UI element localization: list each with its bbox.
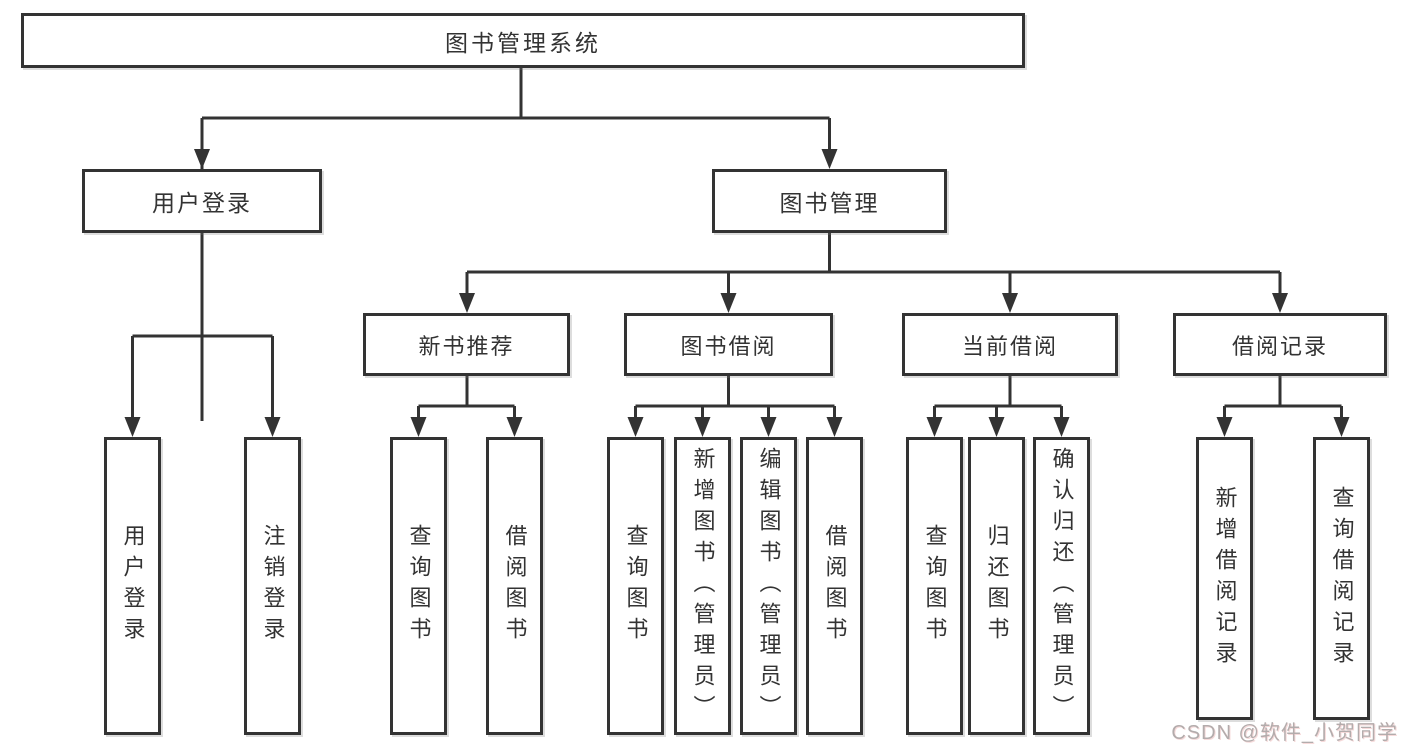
leaf-label: 查询借阅记录 <box>1329 485 1355 672</box>
node-book-borrowing: 图书借阅 <box>624 313 833 376</box>
leaf-borrow-books: 借阅图书 <box>806 437 863 735</box>
node-label: 用户登录 <box>152 190 252 216</box>
leaf-query-borrow-record: 查询借阅记录 <box>1313 437 1370 720</box>
arrow-down-icon <box>410 417 427 437</box>
connector-current-to-leaves <box>933 376 1063 423</box>
arrow-down-icon <box>459 293 475 313</box>
arrow-down-icon <box>264 417 281 437</box>
leaf-label: 编辑图书（管理员） <box>756 446 782 726</box>
leaf-label: 用户登录 <box>120 524 146 648</box>
arrow-down-icon <box>1053 417 1070 437</box>
leaf-return-book: 归还图书 <box>968 437 1025 735</box>
connector-login-to-leaves <box>131 233 274 423</box>
leaf-add-book-admin: 新增图书（管理员） <box>674 437 731 735</box>
arrow-down-icon <box>1272 293 1288 313</box>
leaf-edit-book-admin: 编辑图书（管理员） <box>740 437 797 735</box>
node-label: 图书管理系统 <box>445 29 601 56</box>
arrow-down-icon <box>627 417 644 437</box>
connector-borrow-to-leaves <box>634 376 836 423</box>
node-label: 图书管理 <box>779 190 880 216</box>
leaf-label: 借阅图书 <box>822 524 848 648</box>
node-user-login: 用户登录 <box>82 169 322 233</box>
node-borrowing-records: 借阅记录 <box>1173 313 1387 376</box>
leaf-label: 查询图书 <box>406 524 432 648</box>
connector-root-to-level2 <box>200 68 831 421</box>
node-new-book-recommend: 新书推荐 <box>363 313 570 376</box>
arrow-down-icon <box>720 293 737 313</box>
arrow-down-icon <box>194 149 210 169</box>
leaf-label: 确认归还（管理员） <box>1049 446 1075 726</box>
node-root-library-system: 图书管理系统 <box>21 13 1025 68</box>
connector-mgmt-to-level3 <box>465 233 1282 299</box>
arrow-down-icon <box>826 417 843 437</box>
csdn-watermark: CSDN @软件_小贺同学 <box>1171 722 1398 744</box>
arrow-down-icon <box>760 417 777 437</box>
leaf-user-login: 用户登录 <box>104 437 161 735</box>
node-book-management: 图书管理 <box>712 169 947 233</box>
leaf-label: 归还图书 <box>984 524 1010 648</box>
arrow-down-icon <box>988 417 1005 437</box>
node-label: 当前借阅 <box>961 333 1058 359</box>
connector-records-to-leaves <box>1223 376 1343 423</box>
leaf-borrow-books: 借阅图书 <box>486 437 543 735</box>
node-label: 图书借阅 <box>680 333 777 359</box>
node-label: 借阅记录 <box>1231 333 1328 359</box>
node-label: 新书推荐 <box>418 333 515 359</box>
leaf-label: 借阅图书 <box>502 524 528 648</box>
node-current-borrowing: 当前借阅 <box>902 313 1118 376</box>
leaf-query-books: 查询图书 <box>906 437 963 735</box>
leaf-query-books: 查询图书 <box>390 437 447 735</box>
leaf-query-books: 查询图书 <box>607 437 664 735</box>
leaf-label: 新增借阅记录 <box>1212 485 1238 672</box>
connector-newbook-to-leaves <box>417 376 516 423</box>
leaf-add-borrow-record: 新增借阅记录 <box>1196 437 1253 720</box>
leaf-confirm-return-admin: 确认归还（管理员） <box>1033 437 1090 735</box>
leaf-logout: 注销登录 <box>244 437 301 735</box>
arrow-down-icon <box>1002 293 1018 313</box>
arrow-down-icon <box>1216 417 1233 437</box>
leaf-label: 新增图书（管理员） <box>690 446 716 726</box>
arrow-down-icon <box>506 417 523 437</box>
arrow-down-icon <box>1333 417 1350 437</box>
leaf-label: 查询图书 <box>623 524 649 648</box>
arrow-down-icon <box>694 417 711 437</box>
arrow-down-icon <box>926 417 943 437</box>
leaf-label: 注销登录 <box>260 524 286 648</box>
leaf-label: 查询图书 <box>922 524 948 648</box>
arrow-down-icon <box>821 149 838 169</box>
arrow-down-icon <box>124 417 141 437</box>
